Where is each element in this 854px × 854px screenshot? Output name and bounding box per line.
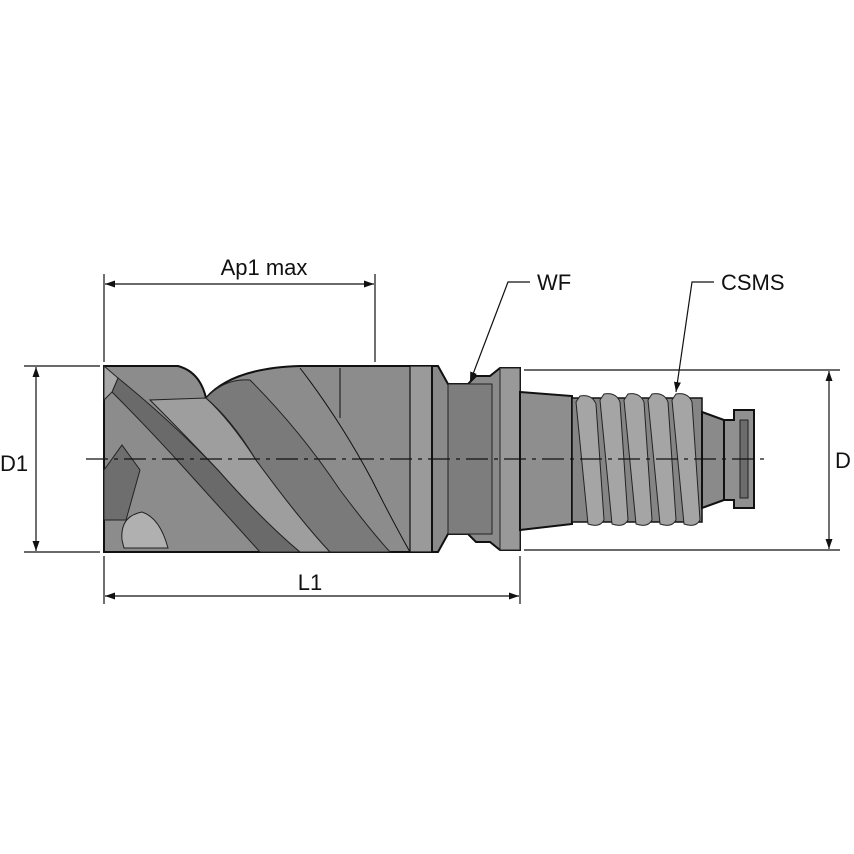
l1-label: L1 — [298, 570, 322, 595]
end-face-chip — [103, 444, 141, 521]
ap1-max-label: Ap1 max — [221, 255, 308, 280]
wf-leader: WF — [469, 270, 571, 383]
flute-shading-3 — [205, 379, 392, 553]
thread-crest — [599, 393, 629, 526]
wf-label: WF — [537, 270, 571, 295]
ap1-max-dimension: Ap1 max — [103, 255, 376, 362]
shank-neck — [701, 410, 725, 510]
end-face-pocket — [121, 511, 169, 549]
end-face-facet — [103, 364, 119, 402]
csms-leader-line — [673, 281, 714, 393]
flute-edge-line-1 — [299, 367, 411, 553]
d1-dimension: D1 — [0, 365, 100, 553]
shank-taper — [519, 390, 573, 532]
wf-leader-line — [469, 281, 530, 383]
csms-leader: CSMS — [673, 270, 785, 393]
threaded-shank — [519, 390, 755, 532]
d1-label: D1 — [0, 451, 28, 476]
d-label: D — [835, 448, 851, 473]
l1-dimension: L1 — [103, 556, 521, 604]
thread-crest — [575, 395, 605, 526]
d-dimension: D — [524, 369, 851, 551]
csms-label: CSMS — [721, 270, 785, 295]
